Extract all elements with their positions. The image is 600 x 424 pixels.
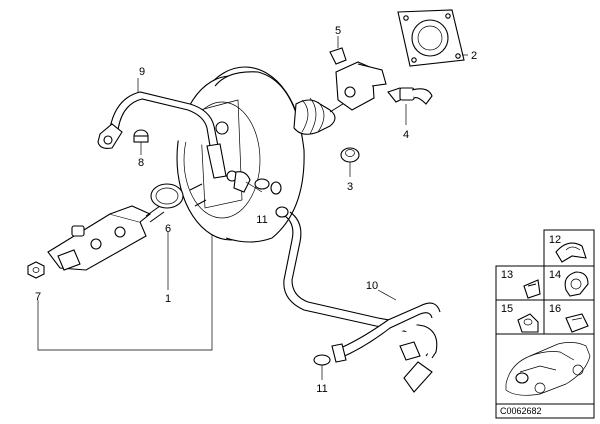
callout-labels: 1 2 3 4 5 6 7 8 9 10 11 11 12 13 14 15 1…	[35, 25, 561, 395]
hose-clamp-upper	[254, 178, 282, 195]
hose-clamp-lower	[313, 354, 331, 366]
callout-8: 8	[138, 157, 144, 169]
callout-16: 16	[549, 303, 561, 315]
vacuum-hose-lower	[275, 206, 441, 393]
image-code: C0062682	[500, 406, 542, 416]
callout-14: 14	[549, 269, 561, 281]
pin-clip	[387, 87, 433, 105]
nut	[27, 261, 45, 279]
master-cylinder-fitting	[47, 205, 165, 271]
callout-15: 15	[501, 303, 513, 315]
callout-12: 12	[549, 234, 561, 246]
grommet	[340, 147, 360, 163]
clevis-bracket	[329, 47, 387, 111]
callout-6: 6	[165, 223, 171, 235]
brake-booster	[176, 66, 347, 243]
callout-9: 9	[139, 66, 145, 78]
callout-2: 2	[471, 50, 477, 62]
callout-1: 1	[165, 293, 171, 305]
small-parts-inset	[495, 229, 595, 405]
gasket	[397, 9, 468, 67]
callout-4: 4	[403, 129, 409, 141]
callout-7: 7	[35, 291, 41, 303]
callout-11-lower: 11	[316, 383, 327, 395]
callout-13: 13	[501, 269, 513, 281]
o-ring	[150, 183, 184, 209]
image-code-box	[495, 403, 595, 419]
callout-3: 3	[347, 181, 353, 193]
callout-5: 5	[335, 25, 341, 37]
callout-11-upper: 11	[256, 214, 267, 226]
check-valve	[133, 129, 149, 143]
callout-10: 10	[366, 280, 378, 292]
